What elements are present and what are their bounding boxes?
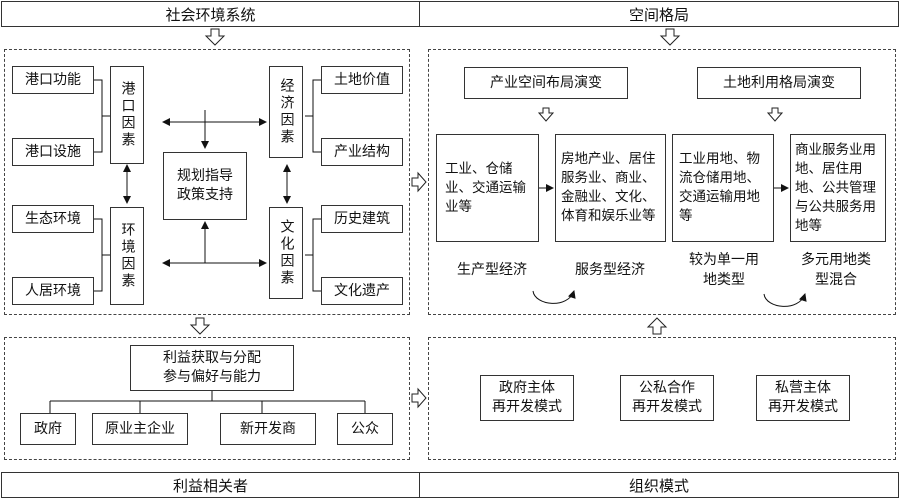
eco-environment-box: 生态环境 <box>12 205 94 233</box>
living-environment-box: 人居环境 <box>12 277 94 305</box>
spatial-pattern-panel <box>428 49 896 315</box>
stakeholders-panel <box>4 337 410 460</box>
header-stakeholders: 利益相关者 <box>1 472 420 498</box>
industry-structure-box: 产业结构 <box>321 138 403 166</box>
public-box: 公众 <box>337 413 393 445</box>
private-mode-box: 私营主体 再开发模式 <box>756 375 850 421</box>
culture-factor-label: 文化因素 <box>278 219 295 287</box>
private-line-2: 再开发模式 <box>768 399 838 415</box>
production-industries-box: 工业、仓储业、交通运输业等 <box>436 134 539 242</box>
organization-panel <box>428 337 896 460</box>
planning-policy-box: 规划指导政策支持 <box>163 152 247 220</box>
port-factor-box: 港口因素 <box>110 66 144 164</box>
production-economy-label: 生产型经济 <box>457 262 527 278</box>
single-land-label: 较为单一用地类型 <box>689 252 759 288</box>
industrial-land-box: 工业用地、物流仓储用地、交通运输用地等 <box>672 134 774 242</box>
gov-led-line-2: 再开发模式 <box>492 399 562 415</box>
culture-factor-box: 文化因素 <box>269 207 303 299</box>
ppp-line-2: 再开发模式 <box>632 399 702 415</box>
ppp-line-1: 公私合作 <box>639 380 695 396</box>
port-factor-label: 港口因素 <box>119 81 136 149</box>
gov-led-mode-box: 政府主体 再开发模式 <box>480 375 574 421</box>
developer-box: 新开发商 <box>220 413 316 445</box>
port-facilities-box: 港口设施 <box>12 138 94 166</box>
service-industries-box: 房地产业、居住服务业、商业、金融业、文化、体育和娱乐业等 <box>555 134 666 242</box>
commercial-land-box: 商业服务业用地、居住用地、公共管理与公共服务用地等 <box>790 134 886 242</box>
env-factor-label: 环境因素 <box>119 222 136 290</box>
service-economy-label: 服务型经济 <box>575 262 645 278</box>
header-social-environment: 社会环境系统 <box>1 1 420 27</box>
land-use-evolution-box: 土地利用格局演变 <box>697 67 861 99</box>
port-function-box: 港口功能 <box>12 66 94 94</box>
industry-evolution-box: 产业空间布局演变 <box>464 67 628 99</box>
interest-line-2: 参与偏好与能力 <box>163 369 261 385</box>
ppp-mode-box: 公私合作 再开发模式 <box>620 375 714 421</box>
mixed-land-label: 多元用地类型混合 <box>801 252 871 288</box>
private-line-1: 私营主体 <box>775 380 831 396</box>
header-spatial-pattern: 空间格局 <box>419 1 899 27</box>
interest-box: 利益获取与分配 参与偏好与能力 <box>130 345 294 391</box>
original-owner-box: 原业主企业 <box>92 413 188 445</box>
econ-factor-label: 经济因素 <box>278 78 295 146</box>
interest-line-1: 利益获取与分配 <box>163 350 261 366</box>
gov-led-line-1: 政府主体 <box>499 380 555 396</box>
econ-factor-box: 经济因素 <box>269 66 303 158</box>
cultural-heritage-box: 文化遗产 <box>321 277 403 305</box>
historic-buildings-box: 历史建筑 <box>321 205 403 233</box>
government-box: 政府 <box>20 413 76 445</box>
social-system-panel <box>4 49 410 315</box>
header-organization-mode: 组织模式 <box>419 472 899 498</box>
env-factor-box: 环境因素 <box>110 207 144 305</box>
land-value-box: 土地价值 <box>321 66 403 94</box>
